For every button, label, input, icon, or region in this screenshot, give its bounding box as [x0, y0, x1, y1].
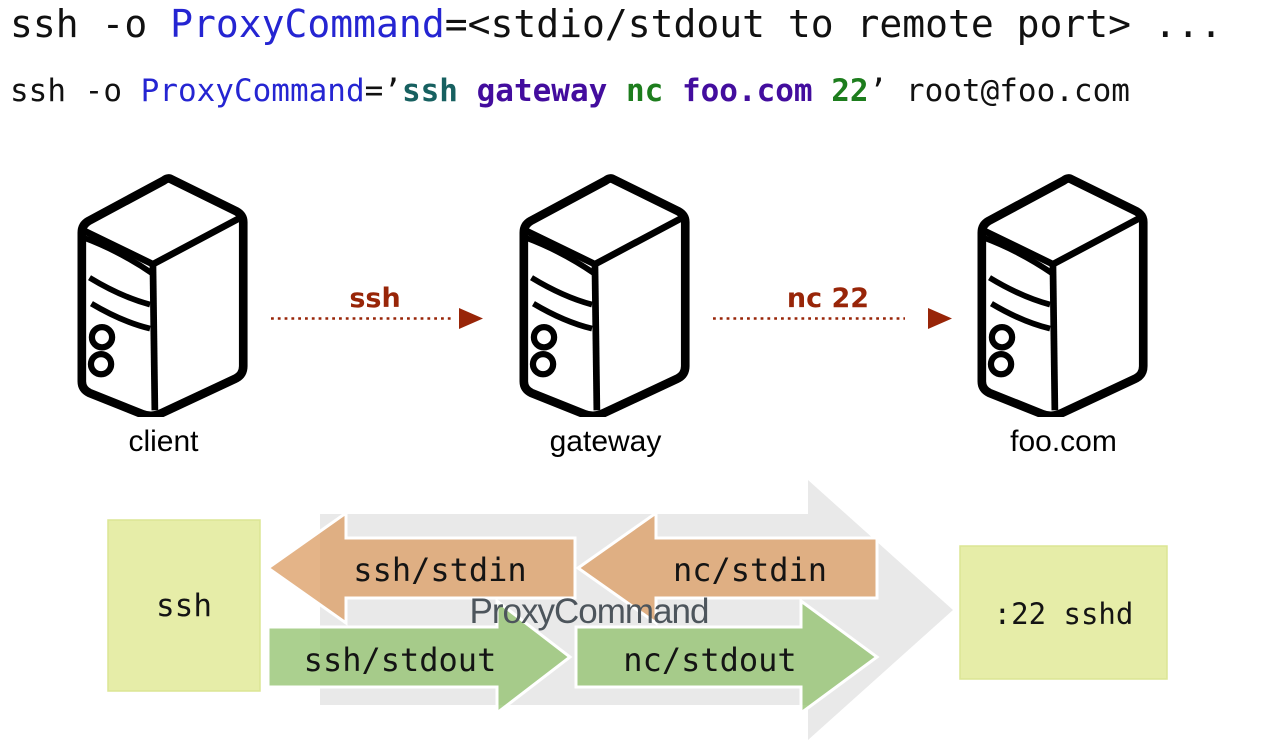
nc22-link-label: nc 22: [786, 283, 870, 314]
ssh-stdin-arrow-icon: [265, 510, 577, 626]
ssh-link-arrow-icon: [271, 308, 483, 329]
cmd1-proxycommand-keyword: ProxyCommand: [170, 2, 445, 46]
sshd-process-label: :22 sshd: [993, 597, 1134, 631]
nc-stdin-arrow-icon: [575, 510, 879, 626]
command-example-line: ssh -o ProxyCommand=’ssh gateway nc foo.…: [10, 75, 1130, 108]
cmd2-port-token: 22: [831, 73, 869, 109]
cmd2-equals: =: [364, 73, 384, 109]
client-label: client: [128, 425, 199, 458]
proxycommand-flow-graphic: [107, 480, 1168, 740]
ssh-stdout-label: ssh/stdout: [303, 641, 497, 679]
cmd2-ssh-token: ssh: [401, 73, 458, 109]
ssh-stdin-label: ssh/stdin: [353, 551, 527, 589]
gateway-label: gateway: [549, 425, 662, 458]
foocom-server-icon: [976, 172, 1151, 417]
ssh-link-label: ssh: [349, 283, 401, 314]
proxycommand-pipe-label: ProxyCommand: [469, 592, 710, 631]
client-server-icon: [76, 172, 251, 417]
cmd1-suffix: =<stdio/stdout to remote port> ...: [444, 2, 1223, 46]
cmd2-gateway-token: gateway: [457, 73, 626, 109]
ssh-stdout-arrow-icon: [266, 597, 573, 717]
cmd2-nc-token: nc: [625, 73, 664, 109]
cmd2-proxycommand-keyword: ProxyCommand: [140, 73, 365, 109]
cmd2-close-quote: ’: [868, 73, 888, 109]
nc-stdout-arrow-icon: [574, 598, 880, 716]
sshd-process-box: [959, 545, 1168, 680]
command-summary-line: ssh -o ProxyCommand=<stdio/stdout to rem…: [10, 4, 1223, 44]
cmd2-host-token: foo.com: [663, 73, 832, 109]
foocom-label: foo.com: [1010, 425, 1117, 458]
nc22-link-arrow-icon: [713, 308, 952, 329]
ssh-process-box: [107, 519, 261, 692]
cmd2-prefix: ssh -o: [10, 73, 141, 109]
ssh-process-label: ssh: [156, 588, 212, 624]
nc-stdout-label: nc/stdout: [623, 641, 797, 679]
cmd2-suffix: root@foo.com: [887, 73, 1130, 109]
nc-stdin-label: nc/stdin: [672, 551, 828, 589]
gateway-server-icon: [518, 172, 693, 417]
cmd1-prefix: ssh -o: [10, 2, 171, 46]
cmd2-open-quote: ’: [383, 73, 402, 109]
